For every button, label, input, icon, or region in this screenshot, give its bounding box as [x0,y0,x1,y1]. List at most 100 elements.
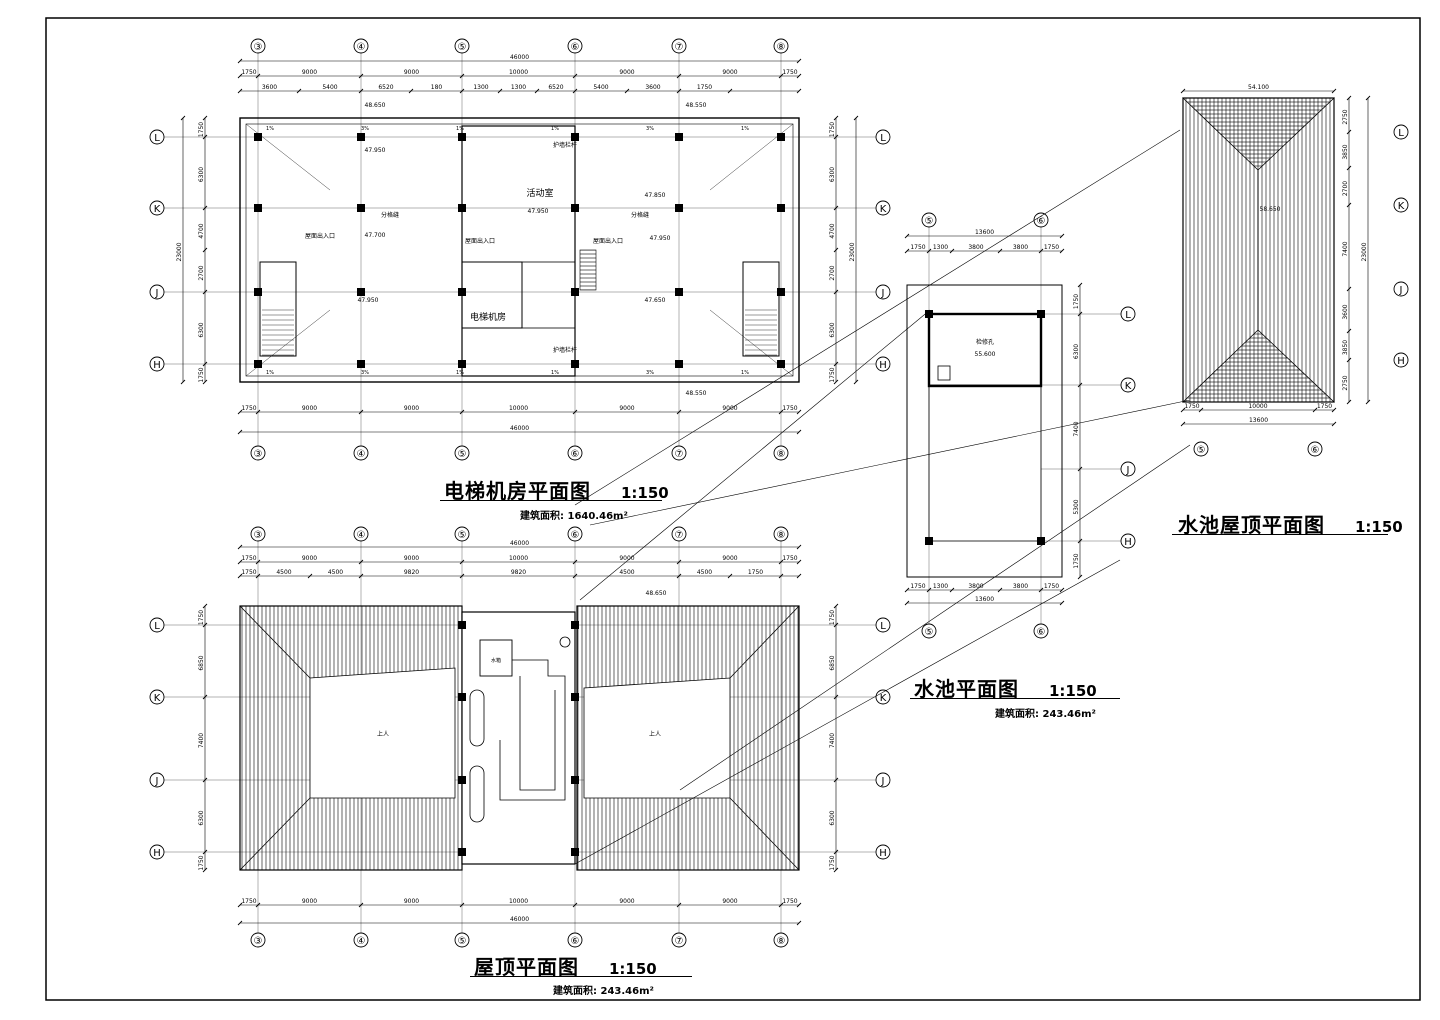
dimension-tick [778,573,784,579]
dimension-tick [1346,399,1352,405]
column [357,133,365,141]
column [777,288,785,296]
dimension-tick [676,73,682,79]
dimension-tick [796,902,802,908]
dimension-text: 1750 [910,583,925,590]
column [357,288,365,296]
machine-room [521,261,576,329]
dimension-tick [1346,129,1352,135]
axis-bubble [1307,441,1323,457]
water-tank [479,639,513,677]
axis-label: ⑧ [777,449,786,460]
label-joint: 分格缝 [381,211,399,219]
dimension-tick [796,559,802,565]
slope-mark: 1% [456,126,464,132]
dimension-tick [796,58,802,64]
dimension-text: 9000 [722,555,737,562]
dimension-tick [1346,95,1352,101]
dimension-tick [459,902,465,908]
vent [559,636,571,648]
dimension-tick [1180,407,1186,413]
dimension-text: 1750 [697,84,712,91]
column [458,776,466,784]
dimension-tick [237,559,243,565]
axis-label: J [881,288,885,299]
dimension-tick [624,88,630,94]
dimension-text: 6300 [198,810,205,825]
column [254,288,262,296]
dimension-text: 1750 [241,69,256,76]
dimension-tick [1077,311,1083,317]
dimension-tick [202,115,208,121]
leader-line [589,399,1191,526]
axis-label: K [154,204,161,215]
column [675,360,683,368]
roof-area: 建筑面积: 243.46m² [553,986,654,997]
dimension-text: 3850 [1342,340,1349,355]
level-mark: 48.650 [646,590,667,597]
slope-mark: 1% [266,370,274,376]
axis-label: ④ [357,449,366,460]
dimension-tick [237,73,243,79]
dimension-text: 3850 [1342,144,1349,159]
dimension-text: 10000 [509,898,528,905]
title-underline [440,500,662,501]
roof-label: 上人 [377,730,389,738]
dimension-text: 3800 [1013,244,1028,251]
title-name: 水池屋顶平面图 [1178,513,1325,537]
axis-label: ⑤ [925,216,934,227]
dimension-text: 3800 [968,244,983,251]
dimension-tick [796,409,802,415]
axis-label: ③ [254,530,263,541]
dimension-text: 9000 [404,405,419,412]
dimension-tick [904,233,910,239]
dimension-tick [904,248,910,254]
axis-label: ⑧ [777,936,786,947]
slope-mark: 3% [361,126,369,132]
room-label-activity: 活动室 [526,187,553,199]
leader-line [579,309,931,601]
axis-label: ⑥ [571,530,580,541]
dimension-text: 6300 [829,322,836,337]
dimension-tick [255,573,261,579]
axis-bubble [1393,352,1409,368]
dimension-tick [202,361,208,367]
room-label-exit: 屋面出入口 [305,232,335,240]
dimension-tick [833,205,839,211]
dimension-tick [904,600,910,606]
level-mark: 47.950 [528,208,549,215]
axis-label: ⑦ [675,449,684,460]
dimension-text: 5400 [322,84,337,91]
axis-label: K [154,693,161,704]
dimension-tick [833,247,839,253]
axis-label: ⑤ [458,936,467,947]
dimension-text: 3600 [1342,304,1349,319]
axis-label: L [154,133,160,144]
dimension-text: 1750 [198,610,205,625]
dimension-tick [572,902,578,908]
dimension-tick [237,902,243,908]
roof-court-left [309,667,456,799]
column [1037,310,1045,318]
dimension-text: 1750 [241,555,256,562]
dimension-tick [778,902,784,908]
stair-right [742,261,780,357]
dimension-text: 10000 [1248,403,1267,410]
dimension-tick [202,134,208,140]
title-underline [910,698,1120,699]
dimension-tick [833,289,839,295]
dimension-tick [1077,382,1083,388]
dimension-text: 6520 [548,84,563,91]
label-joint: 分格缝 [631,211,649,219]
dimension-tick [796,429,802,435]
dimension-tick [237,409,243,415]
dimension-tick [459,559,465,565]
axis-label: J [1126,465,1130,476]
dimension-text: 1750 [198,122,205,137]
dimension-text: 6850 [829,655,836,670]
dimension-text: 7400 [198,733,205,748]
room-label-elevator: 电梯机房 [470,311,506,323]
dimension-text: 9000 [619,555,634,562]
